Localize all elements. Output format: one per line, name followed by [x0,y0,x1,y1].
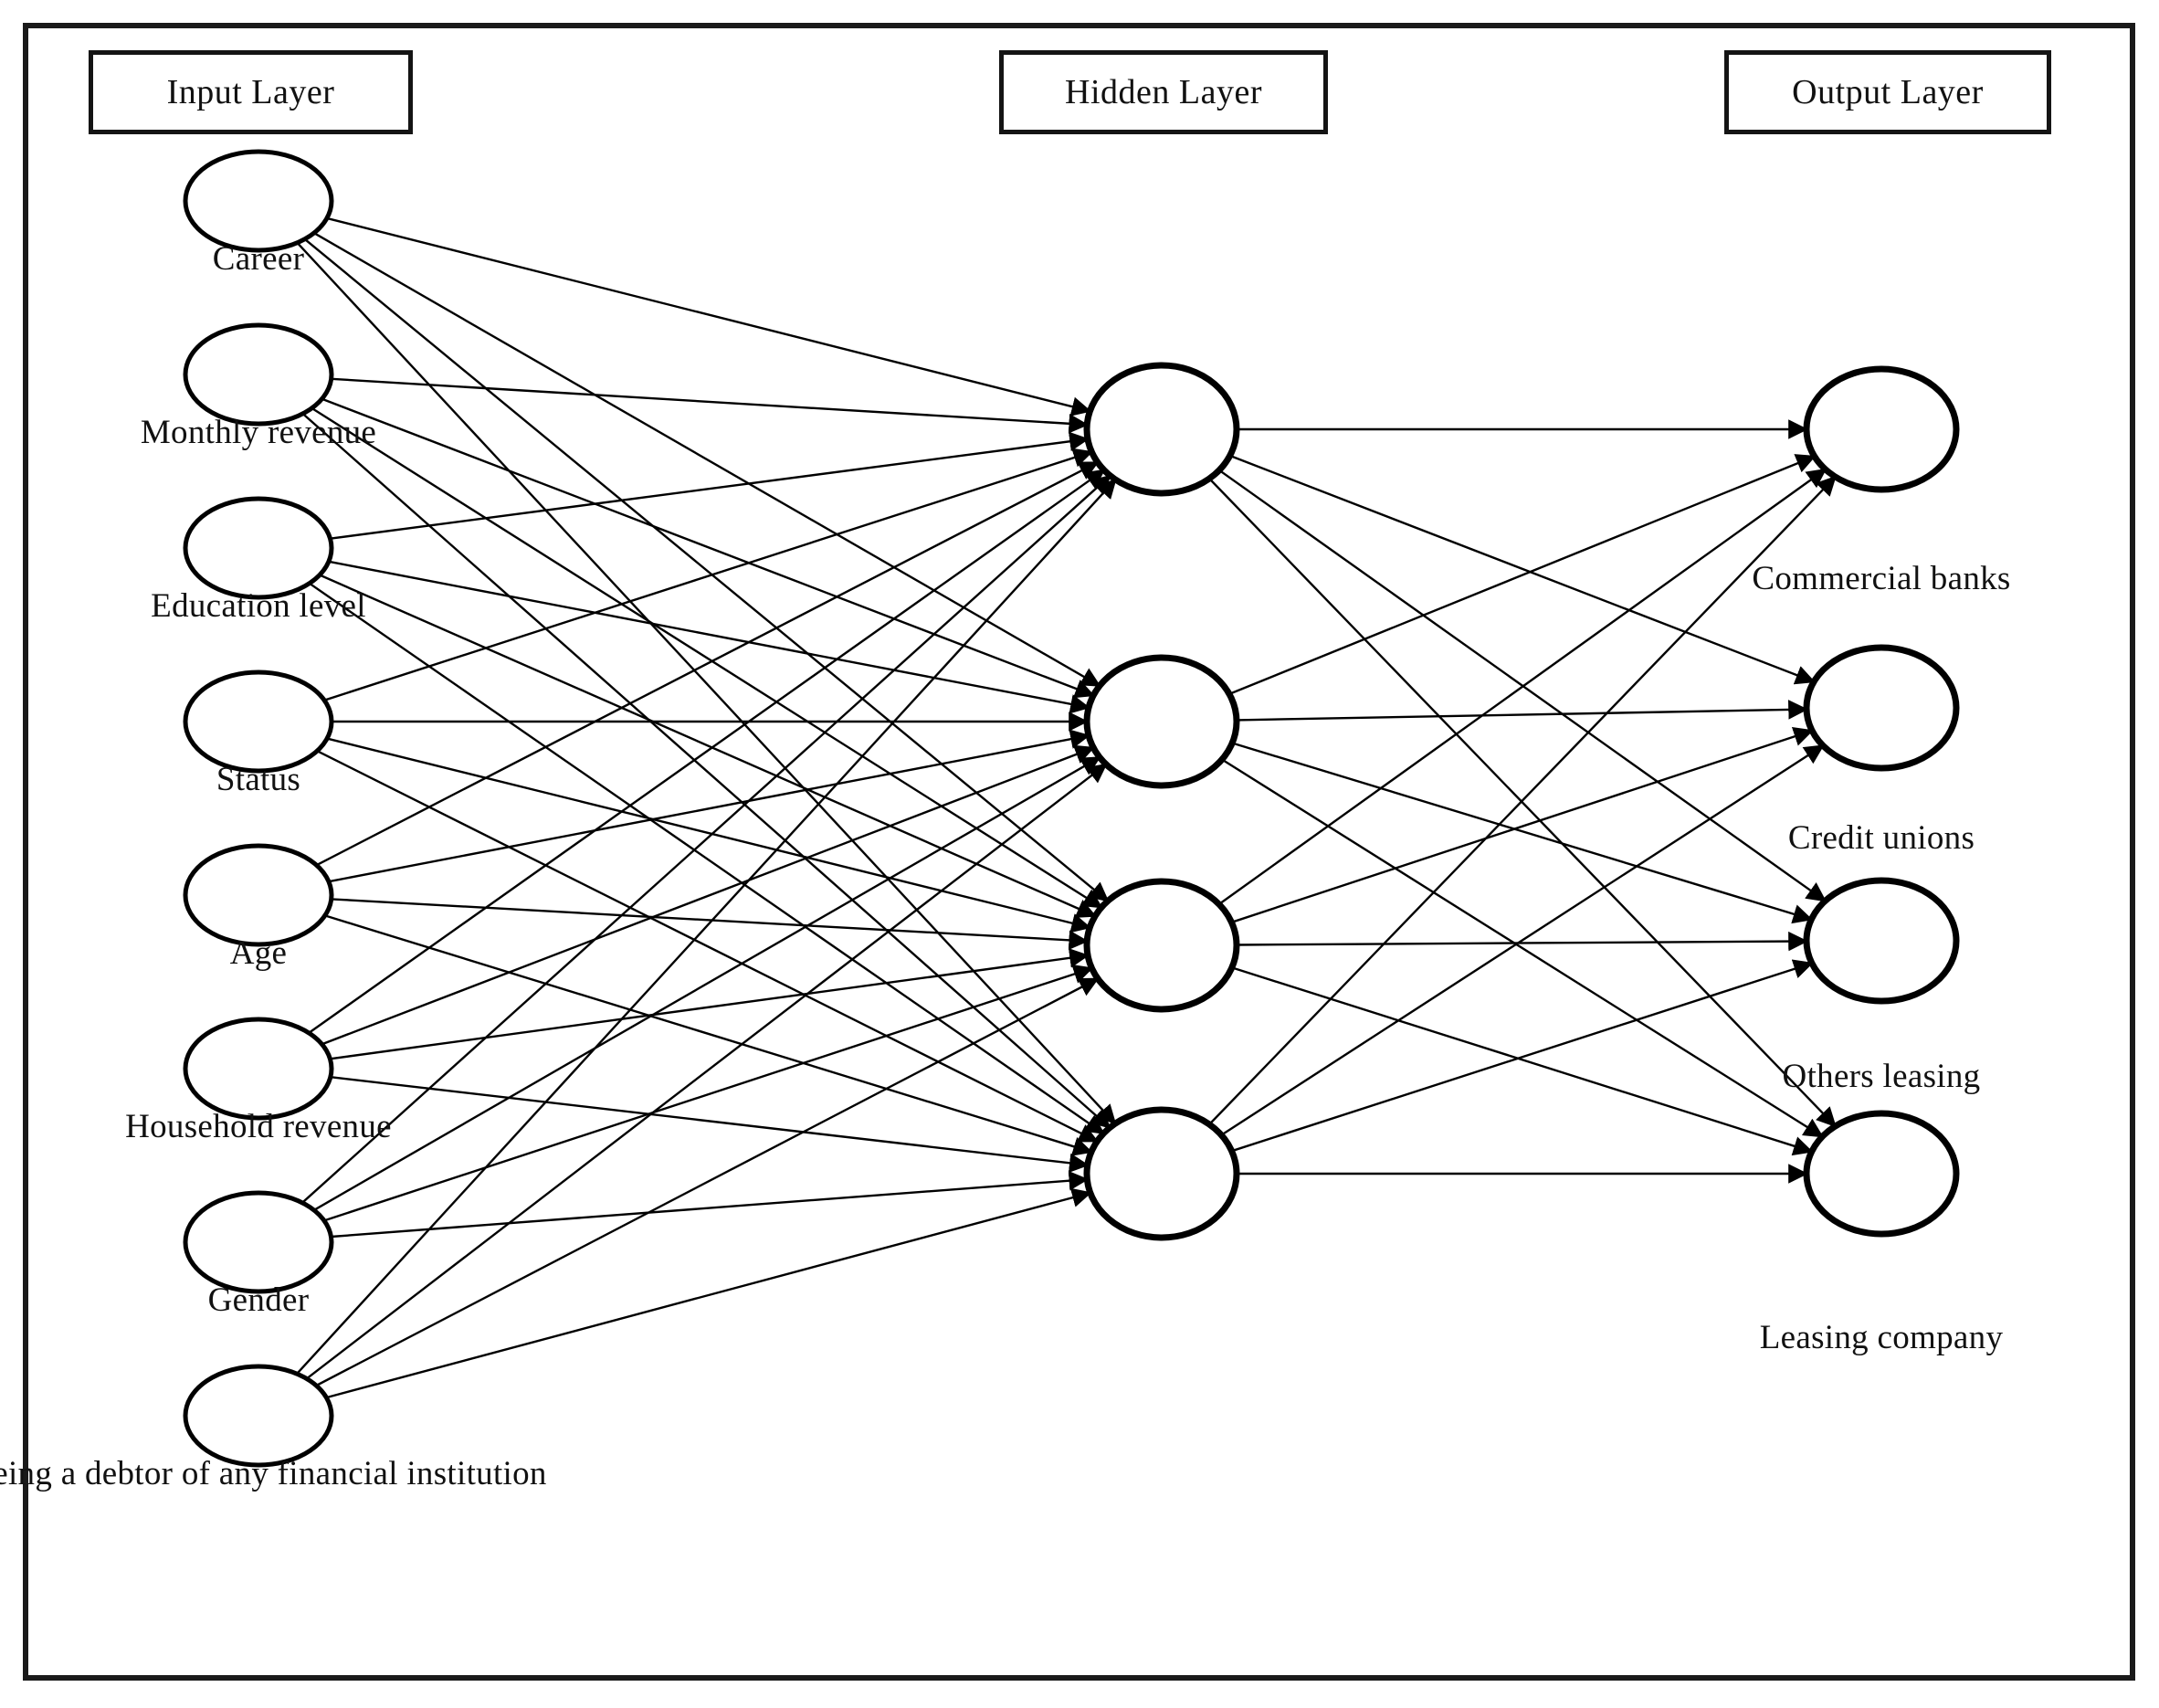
edge-input-0-hidden-3 [278,222,1117,1125]
hidden-node-1 [1083,654,1240,789]
edge-input-7-hidden-1 [286,763,1108,1398]
edge-input-5-hidden-1 [301,744,1095,1060]
edge-input-5-hidden-3 [311,1065,1090,1174]
input-node-label-0: Career [212,240,305,278]
output-node-3 [1803,1110,1960,1238]
edge-input-7-hidden-0 [277,478,1117,1394]
output-node-2 [1803,877,1960,1005]
output-node-1 [1803,644,1960,772]
edge-input-6-hidden-0 [282,474,1111,1223]
edge-hidden-1-output-3 [1221,758,1824,1138]
output-node-label-1: Credit unions [1787,819,1975,857]
layer-title-box-hidden: Hidden Layer [999,50,1328,134]
input-node-6 [183,1190,334,1294]
hidden-node-3 [1083,1106,1240,1241]
hidden-node-2 [1083,878,1240,1013]
input-node-label-1: Monthly revenue [140,414,377,451]
nodes-input-layer [183,149,334,1468]
edge-input-3-hidden-2 [307,724,1091,933]
edge-input-2-hidden-2 [299,558,1097,918]
edge-hidden-2-output-0 [1218,468,1827,905]
edge-hidden-2-output-2 [1236,931,1808,952]
edge-hidden-1-output-0 [1228,454,1817,696]
edge-input-6-hidden-3 [311,1170,1090,1249]
edge-input-1-hidden-3 [282,394,1111,1129]
hidden-node-0 [1083,362,1240,497]
input-node-label-3: Status [216,761,301,798]
edges-input-to-hidden [277,204,1117,1412]
output-node-label-2: Others leasing [1782,1058,1981,1095]
edge-hidden-1-output-2 [1231,742,1814,924]
edge-input-4-hidden-3 [304,901,1093,1156]
edge-hidden-0-output-3 [1208,478,1837,1128]
edge-hidden-3-output-2 [1231,959,1814,1153]
input-node-label-5: Household revenue [125,1108,392,1145]
input-node-label-4: Age [229,934,288,972]
edge-hidden-2-output-1 [1231,726,1814,923]
output-node-label-3: Leasing company [1759,1319,2004,1356]
input-node-7 [183,1364,334,1468]
layer-title-box-input: Input Layer [89,50,413,134]
layer-title-hidden: Hidden Layer [1065,73,1262,111]
edge-hidden-0-output-1 [1229,454,1816,685]
edge-input-0-hidden-0 [307,204,1092,416]
input-node-label-2: Education level [151,587,366,625]
edge-hidden-1-output-1 [1236,700,1808,722]
input-node-label-6: Gender [207,1281,310,1319]
input-node-5 [183,1017,334,1121]
input-node-1 [183,322,334,427]
input-node-label-7: Being a debtor of any financial institut… [0,1455,547,1492]
edge-input-0-hidden-2 [284,219,1110,902]
nodes-hidden-layer [1083,362,1240,1241]
edge-input-1-hidden-1 [301,383,1095,699]
edge-input-5-hidden-0 [288,469,1106,1052]
edge-input-7-hidden-3 [306,1187,1092,1412]
input-node-4 [183,843,334,947]
input-node-2 [183,496,334,600]
edge-input-7-hidden-2 [295,977,1100,1403]
edge-input-6-hidden-1 [293,756,1101,1228]
edge-hidden-2-output-3 [1231,966,1814,1156]
layer-title-input: Input Layer [166,73,335,111]
layer-title-output: Output Layer [1792,73,1984,111]
layer-title-box-output: Output Layer [1724,50,2051,134]
input-node-3 [183,669,334,774]
input-node-0 [183,149,334,253]
edge-hidden-3-output-0 [1208,475,1837,1125]
nodes-output-layer [1803,365,1960,1238]
edge-input-4-hidden-2 [312,888,1089,951]
output-node-0 [1803,365,1960,493]
edges-hidden-to-output [1208,419,1837,1184]
edge-input-0-hidden-1 [293,215,1101,687]
output-node-label-0: Commercial banks [1752,560,2011,597]
edge-hidden-3-output-1 [1220,744,1825,1136]
